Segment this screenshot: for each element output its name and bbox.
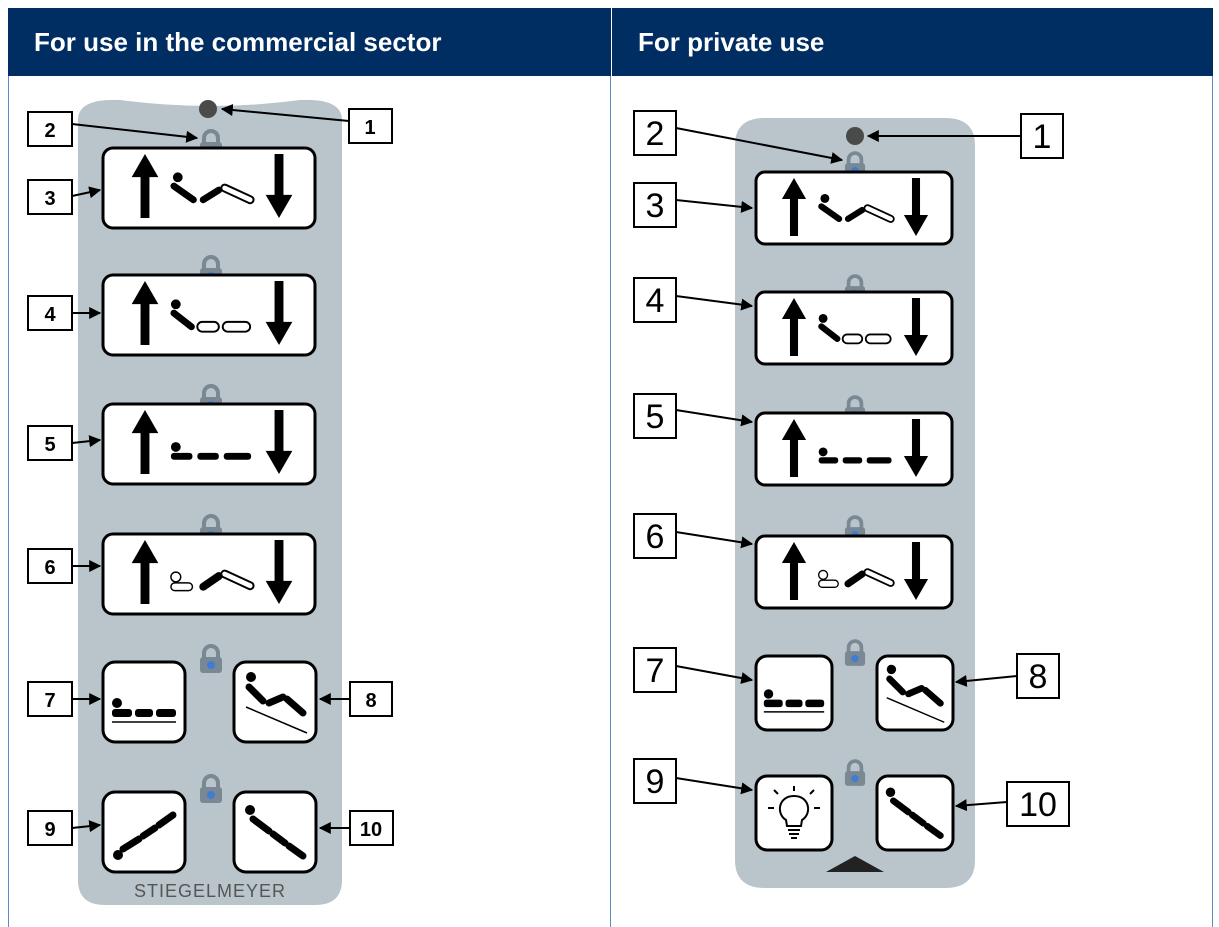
callout-2: 2 [646,115,665,153]
button-3[interactable] [101,146,317,230]
callout-4: 4 [646,282,665,320]
button-6[interactable] [754,534,954,610]
callout-3: 3 [44,188,55,210]
header-commercial: For use in the commercial sector [8,8,611,76]
button-5[interactable] [101,402,317,486]
callout-1: 1 [1033,118,1052,156]
callout-9: 9 [44,819,55,841]
callout-7: 7 [44,690,55,712]
button-7[interactable] [754,654,834,732]
button-9[interactable] [754,774,834,852]
button-3[interactable] [754,170,954,246]
callout-2: 2 [44,120,55,142]
button-5[interactable] [754,411,954,487]
private-callouts: 2 1 3 4 5 6 7 8 9 10 [633,110,1070,827]
triangle-icon [826,856,884,872]
table-border-right [1212,76,1213,927]
button-7[interactable] [101,660,187,744]
callout-1: 1 [364,117,375,139]
callout-5: 5 [44,434,55,456]
button-10[interactable] [875,774,955,852]
commercial-remote: STIEGELMEYER [78,99,342,906]
button-10[interactable] [232,790,318,874]
callout-10: 10 [1019,786,1057,824]
button-9[interactable] [101,790,187,874]
callout-4: 4 [44,304,56,326]
button-8[interactable] [232,660,318,744]
callout-6: 6 [44,557,55,579]
button-4[interactable] [754,290,954,366]
header-private: For private use [611,8,1213,76]
callout-6: 6 [646,518,665,556]
callout-8: 8 [1029,658,1048,696]
header-private-title: For private use [638,26,825,57]
brand-logo: STIEGELMEYER [134,881,286,901]
commercial-callouts: 2 1 3 4 5 6 7 8 9 10 [27,104,394,846]
callout-8: 8 [365,690,376,712]
led-indicator [846,127,864,145]
header-commercial-title: For use in the commercial sector [34,26,442,57]
table-border-middle [610,76,611,927]
button-8[interactable] [875,654,955,732]
callout-7: 7 [646,652,665,690]
button-6[interactable] [101,532,317,616]
private-remote [735,118,975,888]
callout-10: 10 [360,819,382,841]
led-indicator [199,100,217,118]
callout-3: 3 [646,187,665,225]
callout-5: 5 [646,398,665,436]
button-4[interactable] [101,273,317,357]
callout-9: 9 [646,763,665,801]
table-border-left [8,76,9,927]
